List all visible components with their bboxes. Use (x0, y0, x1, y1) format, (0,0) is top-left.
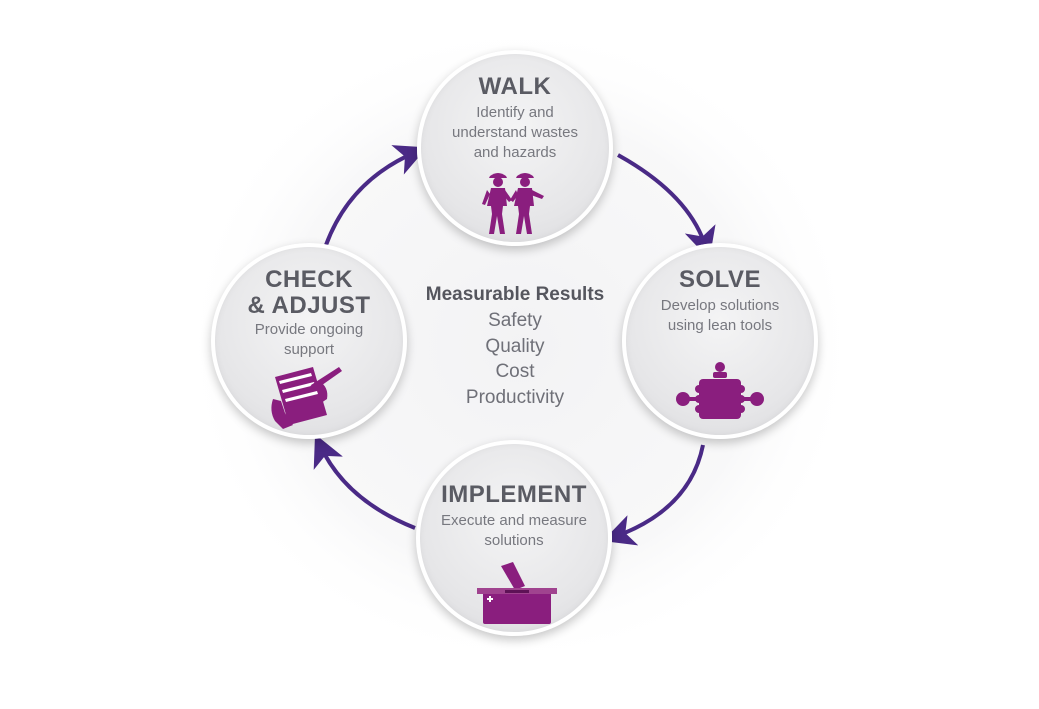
arrow-implement-to-check (313, 434, 416, 530)
team-meeting-table-icon (676, 362, 764, 419)
result-item: Cost (495, 361, 535, 382)
step-description: Identify and understand wastes and hazar… (452, 104, 578, 161)
step-check-adjust: CHECK & ADJUST Provide ongoing support (211, 243, 407, 439)
arrow-check-to-walk (324, 145, 428, 246)
step-description: Execute and measure solutions (441, 512, 587, 549)
center-title: Measurable Results (425, 284, 605, 305)
backdrop-wash (180, 20, 860, 670)
step-title: IMPLEMENT (441, 481, 587, 508)
step-implement: IMPLEMENT Execute and measure solutions (416, 440, 612, 636)
step-title: CHECK & ADJUST (247, 266, 371, 319)
measurable-results: Measurable Results Safety Quality Cost P… (400, 282, 630, 410)
arrow-walk-to-solve (617, 153, 716, 260)
hand-ballot-box-icon (477, 562, 557, 624)
result-item: Safety (488, 310, 542, 331)
step-title: WALK (478, 73, 552, 100)
step-walk: WALK Identify and understand wastes and … (417, 50, 613, 246)
step-description: Provide ongoing support (254, 321, 364, 358)
step-solve: SOLVE Develop solutions using lean tools (622, 243, 818, 439)
arrow-solve-to-implement (602, 444, 705, 546)
result-item: Productivity (465, 386, 565, 408)
step-title: SOLVE (678, 266, 762, 293)
two-workers-hardhat-icon (482, 173, 544, 234)
hand-writing-clipboard-icon (271, 367, 342, 429)
result-item: Quality (485, 335, 545, 357)
step-description: Develop solutions using lean tools (660, 297, 780, 334)
